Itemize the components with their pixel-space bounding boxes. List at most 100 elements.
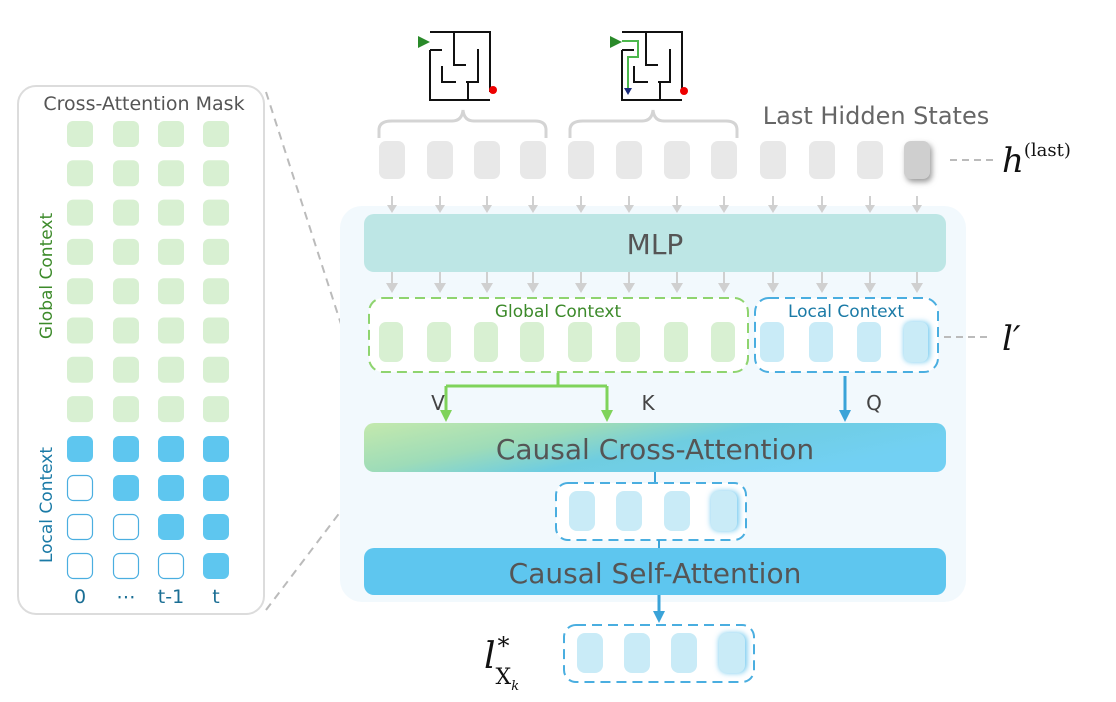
mask-cell-attend (203, 436, 229, 462)
mask-column-label: ⋯ (117, 586, 136, 608)
mask-cell-global (158, 278, 184, 305)
arrowhead (671, 283, 683, 293)
self-attention-label: Causal Self-Attention (509, 557, 802, 590)
intermediate-token (616, 491, 642, 531)
arrowhead (435, 205, 445, 213)
global-context-token (711, 322, 735, 362)
mask-cell-global (203, 278, 229, 305)
intermediate-box (555, 482, 747, 541)
self-attention-block (364, 548, 946, 595)
arrowhead (768, 205, 778, 213)
hidden-state-token (616, 141, 642, 179)
mask-local-label: Local Context (37, 447, 57, 563)
hidden-state-token (427, 141, 453, 179)
mask-cell-attend (113, 475, 139, 501)
intermediate-tokens (569, 491, 739, 531)
arrowhead (864, 283, 876, 293)
global-context-label: Global Context (495, 302, 622, 322)
mask-cell-global (203, 199, 229, 226)
mask-title: Cross-Attention Mask (43, 93, 244, 115)
brace-left (377, 109, 548, 138)
local-context-token (857, 322, 881, 362)
global-context-box (368, 297, 749, 373)
output-tokens (577, 633, 747, 673)
mask-cell-global (67, 160, 93, 187)
mask-cell-global (158, 199, 184, 226)
mask-cell-masked (157, 552, 185, 580)
mask-column-label: 0 (74, 586, 86, 608)
mask-cell-attend (67, 436, 93, 462)
local-context-box (754, 297, 939, 373)
arrowhead (672, 205, 682, 213)
arrowhead (575, 283, 587, 293)
arrowhead (576, 205, 586, 213)
mask-cell-attend (203, 475, 229, 501)
maze-solution-icon (610, 31, 688, 101)
output-symbol: l*Xk (484, 632, 519, 694)
arrowhead (387, 205, 397, 213)
arrowhead (623, 283, 635, 293)
arrowhead (816, 283, 828, 293)
mask-cell-global (113, 356, 139, 383)
output-token (624, 633, 650, 673)
mask-cell-global (158, 238, 184, 265)
hidden-state-token (809, 141, 835, 179)
mask-cell-global (113, 396, 139, 423)
k-label: K (641, 391, 655, 415)
mask-cell-attend (158, 475, 184, 501)
mask-cell-masked (66, 474, 94, 502)
local-context-label: Local Context (788, 302, 904, 322)
global-context-token (474, 322, 498, 362)
arrowhead (528, 205, 538, 213)
mask-cell-global (67, 317, 93, 344)
last-hidden-states-label: Last Hidden States (763, 102, 989, 130)
hidden-state-token (379, 141, 405, 179)
q-arrowhead (839, 410, 851, 422)
output-subscript: X (496, 665, 512, 690)
mask-cell-attend (158, 436, 184, 462)
mask-column-label: t (212, 586, 219, 608)
global-context-token (379, 322, 403, 362)
output-arrowhead (653, 611, 665, 623)
mask-cell-global (113, 160, 139, 187)
arrowhead (817, 205, 827, 213)
mask-cell-global (113, 199, 139, 226)
mask-cell-global (113, 317, 139, 344)
mask-cell-attend (203, 514, 229, 540)
global-context-token (568, 322, 592, 362)
mask-column-label: t-1 (158, 586, 184, 608)
intermediate-token (569, 491, 595, 531)
hidden-state-token (568, 141, 594, 179)
arrowhead (767, 283, 779, 293)
hidden-state-token (857, 141, 883, 179)
mask-cell-attend (158, 514, 184, 540)
mask-column-labels: 0 ⋯ t-1 t (74, 586, 220, 608)
output-subscript-k: k (511, 679, 519, 694)
arrowhead (434, 283, 446, 293)
global-context-token (427, 322, 451, 362)
arrows-hidden-to-mlp (387, 196, 922, 213)
v-arrowhead (440, 410, 452, 422)
intermediate-token (664, 491, 690, 531)
q-label: Q (866, 391, 882, 415)
output-box (563, 624, 755, 683)
mask-cell-masked (66, 513, 94, 541)
output-token-last (719, 633, 745, 673)
v-label: V (431, 391, 445, 415)
arrowhead (911, 283, 923, 293)
arrowhead (482, 205, 492, 213)
mask-cell-global (203, 356, 229, 383)
hidden-state-token-last (904, 141, 930, 179)
hidden-state-token (520, 141, 546, 179)
mask-cell-global (203, 121, 229, 147)
arrowhead (386, 283, 398, 293)
output-superscript: * (498, 632, 510, 660)
mask-cell-global (203, 396, 229, 423)
arrowhead (624, 205, 634, 213)
mask-cell-global (158, 160, 184, 187)
local-context-token-last (904, 322, 928, 362)
arrowhead (865, 205, 875, 213)
mask-cell-global (158, 356, 184, 383)
l-prime-symbol: l′ (1002, 319, 1021, 359)
mask-cell-attend (113, 436, 139, 462)
